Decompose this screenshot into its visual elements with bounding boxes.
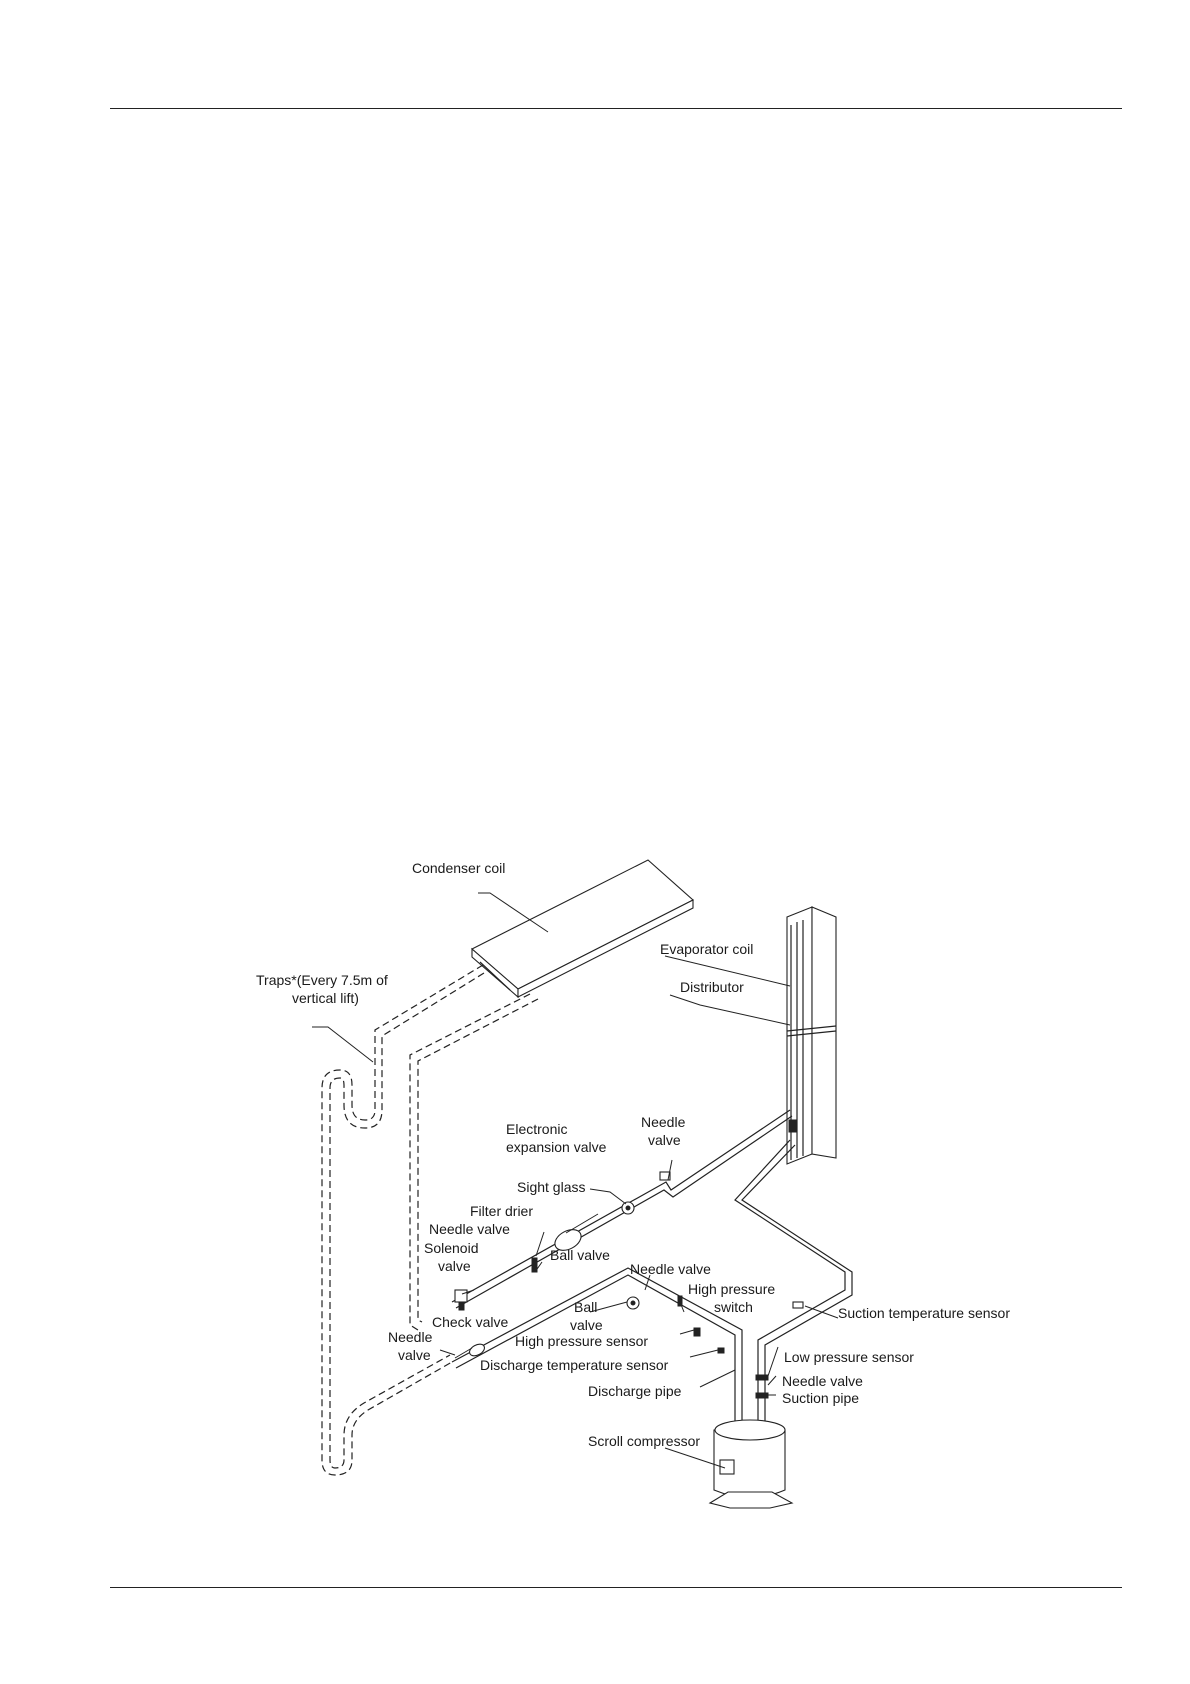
component-labels: Condenser coil Traps*(Every 7.5m of vert… xyxy=(256,860,1010,1449)
label-high-pressure-sensor: High pressure sensor xyxy=(515,1333,648,1349)
label-filter-drier: Filter drier xyxy=(470,1203,533,1219)
label-traps-line1: Traps*(Every 7.5m of xyxy=(256,972,388,988)
label-needle-valve-left-line1: Needle xyxy=(388,1329,433,1345)
evaporator-coil xyxy=(786,906,837,1165)
leader-lines xyxy=(312,892,839,1469)
label-electronic-expansion-valve-line1: Electronic xyxy=(506,1121,567,1137)
label-ball-valve-liquid: Ball valve xyxy=(550,1247,610,1263)
label-sight-glass: Sight glass xyxy=(517,1179,585,1195)
label-needle-valve-top-line2: valve xyxy=(648,1132,681,1148)
label-evaporator-coil: Evaporator coil xyxy=(660,941,753,957)
field-piping-dashed xyxy=(321,964,539,1476)
label-needle-valve-suction: Needle valve xyxy=(782,1373,863,1389)
label-needle-valve-top-line1: Needle xyxy=(641,1114,686,1130)
label-check-valve: Check valve xyxy=(432,1314,508,1330)
label-suction-temperature-sensor: Suction temperature sensor xyxy=(838,1305,1010,1321)
header-rule xyxy=(110,108,1122,109)
label-traps-line2: vertical lift) xyxy=(292,990,359,1006)
label-high-pressure-switch-line2: switch xyxy=(714,1299,753,1315)
scroll-compressor xyxy=(708,1419,794,1509)
label-needle-valve-discharge: Needle valve xyxy=(630,1261,711,1277)
label-scroll-compressor: Scroll compressor xyxy=(588,1433,700,1449)
label-condenser-coil: Condenser coil xyxy=(412,860,505,876)
footer-rule xyxy=(110,1587,1122,1588)
liquid-line xyxy=(451,1109,793,1311)
condenser-coil xyxy=(471,859,694,999)
label-discharge-pipe: Discharge pipe xyxy=(588,1383,682,1399)
label-suction-pipe: Suction pipe xyxy=(782,1390,859,1406)
label-solenoid-valve-line1: Solenoid xyxy=(424,1240,479,1256)
label-solenoid-valve-line2: valve xyxy=(438,1258,471,1274)
label-ball-valve-line2: valve xyxy=(570,1317,603,1333)
label-electronic-expansion-valve-line2: expansion valve xyxy=(506,1139,607,1155)
suction-line xyxy=(734,1139,853,1445)
label-needle-valve-liquid: Needle valve xyxy=(429,1221,510,1237)
label-high-pressure-switch-line1: High pressure xyxy=(688,1281,775,1297)
label-discharge-temperature-sensor: Discharge temperature sensor xyxy=(480,1357,669,1373)
label-needle-valve-left-line2: valve xyxy=(398,1347,431,1363)
label-low-pressure-sensor: Low pressure sensor xyxy=(784,1349,914,1365)
label-distributor: Distributor xyxy=(680,979,744,995)
label-ball-valve-line1: Ball xyxy=(574,1299,597,1315)
